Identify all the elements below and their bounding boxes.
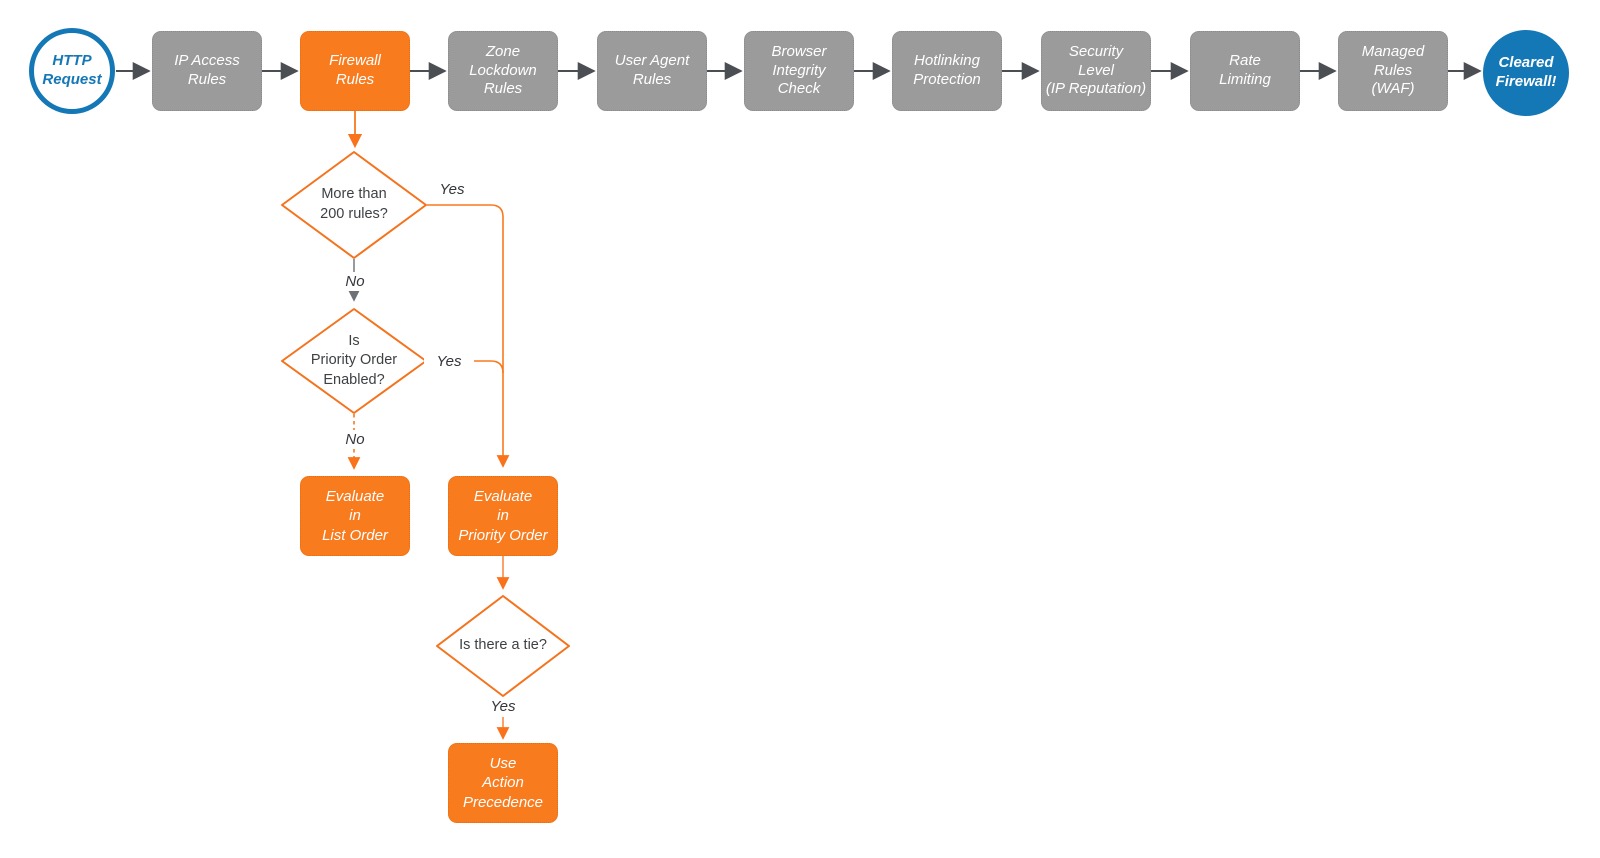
- action-evaluate-in-priority-order: Evaluate in Priority Order: [448, 476, 558, 556]
- step-managed-rules-waf: Managed Rules (WAF): [1338, 31, 1448, 111]
- step-user-agent-rules: User Agent Rules: [597, 31, 707, 111]
- step-firewall-rules: Firewall Rules: [300, 31, 410, 111]
- step-ip-access-rules: IP Access Rules: [152, 31, 262, 111]
- step-zone-lockdown-rules: Zone Lockdown Rules: [448, 31, 558, 111]
- step-label: Rate Limiting: [1219, 52, 1271, 88]
- step-label: IP Access Rules: [174, 52, 240, 88]
- action-label: Evaluate in List Order: [322, 487, 388, 544]
- decision-more-than-200-rules-label: More than 200 rules?: [282, 169, 426, 241]
- edge-label-yes-3: Yes: [478, 697, 528, 716]
- step-security-level-ip-reputation: Security Level (IP Reputation): [1041, 31, 1151, 111]
- step-label: Zone Lockdown Rules: [469, 42, 537, 98]
- decision-is-there-a-tie-label: Is there a tie?: [437, 633, 569, 659]
- edge-label-no-1: No: [330, 272, 380, 291]
- edge-label-no-2: No: [330, 430, 380, 449]
- decision-label: Is Priority Order Enabled?: [310, 332, 398, 388]
- decision-label: More than 200 rules?: [320, 186, 388, 222]
- decision-label: Is there a tie?: [459, 637, 547, 654]
- start-node-label: HTTP Request: [42, 52, 102, 88]
- step-hotlinking-protection: Hotlinking Protection: [892, 31, 1002, 111]
- step-label: User Agent Rules: [614, 52, 690, 88]
- start-node-http-request: HTTP Request: [29, 28, 115, 114]
- action-label: Use Action Precedence: [462, 754, 544, 811]
- decision-priority-order-enabled-label: Is Priority Order Enabled?: [282, 325, 426, 397]
- step-label: Hotlinking Protection: [913, 52, 981, 88]
- end-node-cleared-firewall: Cleared Firewall!: [1483, 30, 1569, 116]
- step-rate-limiting: Rate Limiting: [1190, 31, 1300, 111]
- step-label: Firewall Rules: [329, 52, 381, 88]
- action-label: Evaluate in Priority Order: [458, 487, 548, 544]
- step-label: Managed Rules (WAF): [1361, 42, 1425, 98]
- edge-label-yes-1: Yes: [427, 180, 477, 199]
- action-evaluate-in-list-order: Evaluate in List Order: [300, 476, 410, 556]
- step-browser-integrity-check: Browser Integrity Check: [744, 31, 854, 111]
- step-label: Security Level (IP Reputation): [1045, 42, 1147, 98]
- edge-label-yes-2: Yes: [424, 352, 474, 371]
- action-use-action-precedence: Use Action Precedence: [448, 743, 558, 823]
- step-label: Browser Integrity Check: [771, 42, 827, 98]
- end-node-label: Cleared Firewall!: [1495, 54, 1557, 90]
